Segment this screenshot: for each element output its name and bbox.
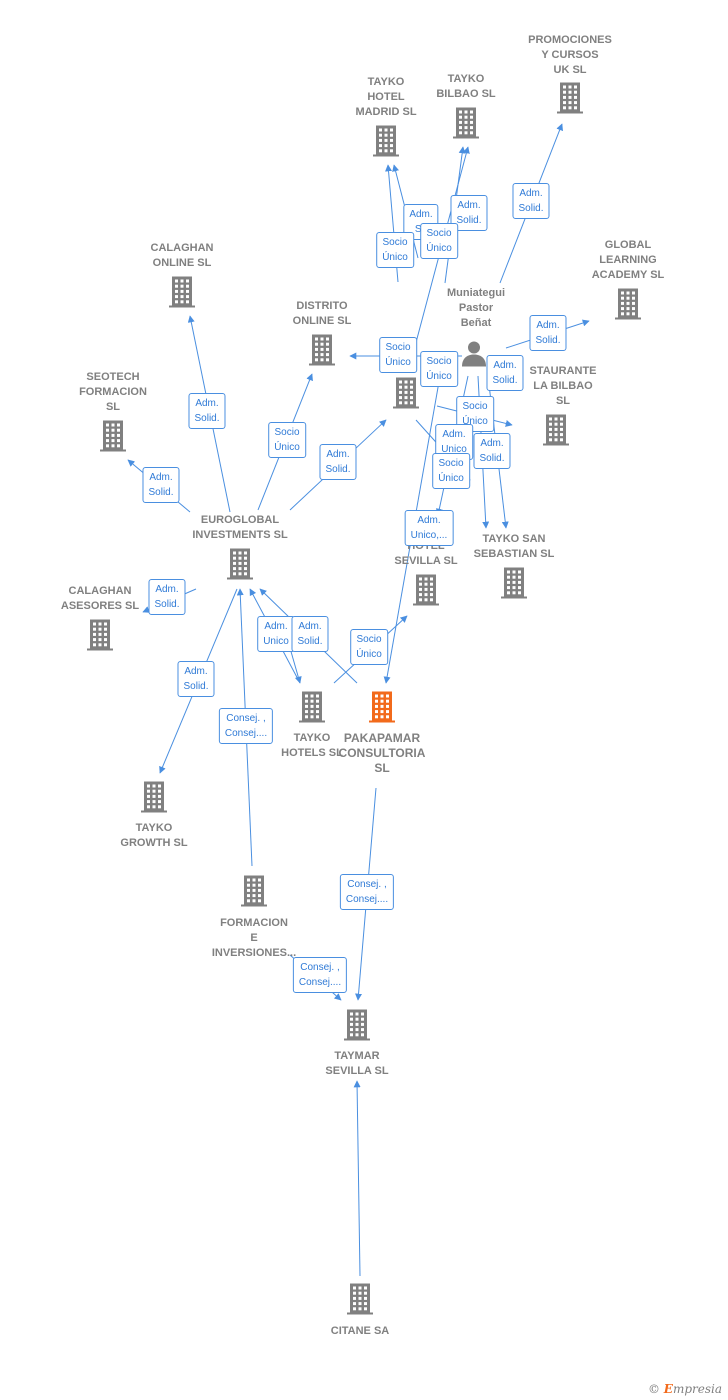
edge-label[interactable]: Socio Único — [420, 223, 458, 259]
node-label[interactable]: SEOTECH FORMACION SL — [79, 371, 147, 413]
building-icon[interactable] — [367, 690, 397, 729]
building-icon[interactable] — [139, 780, 169, 819]
edge-label[interactable]: Adm. Solid. — [177, 661, 215, 697]
building-icon[interactable] — [225, 547, 255, 586]
edge-label[interactable]: Consej. , Consej.... — [292, 957, 348, 993]
edge-label[interactable]: Adm. Solid. — [473, 433, 511, 469]
building-icon[interactable] — [345, 1282, 375, 1321]
node-label[interactable]: TAYKO HOTEL MADRID SL — [355, 76, 417, 118]
node-label[interactable]: TAYKO GROWTH SL — [120, 822, 188, 849]
edge-line — [353, 1080, 361, 1277]
node-label[interactable]: PROMOCIONES Y CURSOS UK SL — [528, 34, 612, 76]
edge-label[interactable]: Adm. Unico,... — [404, 510, 454, 546]
node-label[interactable]: Muniategui Pastor Beñat — [446, 287, 506, 329]
edge-label[interactable]: Socio Único — [432, 453, 470, 489]
edge-label[interactable]: Consej. , Consej.... — [218, 708, 274, 744]
building-icon[interactable] — [167, 275, 197, 314]
edge-label[interactable]: Socio Único — [376, 232, 414, 268]
node-label[interactable]: CALAGHAN ASESORES SL — [60, 585, 140, 612]
brand-initial: E — [663, 1382, 673, 1396]
building-icon[interactable] — [342, 1008, 372, 1047]
building-icon[interactable] — [297, 690, 327, 729]
building-icon[interactable] — [411, 573, 441, 612]
building-icon[interactable] — [307, 333, 337, 372]
brand-name: mpresia — [672, 1382, 722, 1396]
edge-label[interactable]: Adm. Solid. — [142, 467, 180, 503]
building-icon[interactable] — [541, 413, 571, 452]
edge-label[interactable]: Socio Único — [350, 629, 388, 665]
edge-label[interactable]: Consej. , Consej.... — [339, 874, 395, 910]
edge-label[interactable]: Socio Único — [268, 422, 306, 458]
building-icon[interactable] — [371, 124, 401, 163]
building-icon[interactable] — [555, 81, 585, 120]
node-label[interactable]: EUROGLOBAL INVESTMENTS SL — [192, 514, 288, 541]
edge-label[interactable]: Adm. Unico — [257, 616, 295, 652]
node-label[interactable]: PAKAPAMAR CONSULTORIA SL — [338, 731, 426, 775]
building-icon[interactable] — [98, 419, 128, 458]
building-icon[interactable] — [613, 287, 643, 326]
edge-label[interactable]: Socio Único — [420, 351, 458, 387]
edge-label[interactable]: Adm. Solid. — [512, 183, 550, 219]
edge-label[interactable]: Adm. Solid. — [148, 579, 186, 615]
node-label[interactable]: FORMACION E INVERSIONES... — [211, 917, 297, 959]
edge-label[interactable]: Adm. Solid. — [486, 355, 524, 391]
node-label[interactable]: TAYMAR SEVILLA SL — [325, 1050, 389, 1077]
edge-label[interactable]: Adm. Solid. — [291, 616, 329, 652]
copyright-symbol: © — [647, 1382, 660, 1396]
node-label[interactable]: DISTRITO ONLINE SL — [292, 300, 352, 327]
edge-label[interactable]: Socio Único — [379, 337, 417, 373]
node-label[interactable]: CITANE SA — [330, 1325, 390, 1337]
building-icon[interactable] — [239, 874, 269, 913]
node-label[interactable]: CALAGHAN ONLINE SL — [150, 242, 214, 269]
building-icon[interactable] — [85, 618, 115, 657]
node-label[interactable]: GLOBAL LEARNING ACADEMY SL — [591, 239, 665, 281]
building-icon[interactable] — [499, 566, 529, 605]
node-label[interactable]: TAYKO BILBAO SL — [436, 73, 496, 100]
person-icon[interactable] — [459, 339, 489, 374]
building-icon[interactable] — [391, 376, 421, 415]
edge-label[interactable]: Adm. Solid. — [319, 444, 357, 480]
edge-label[interactable]: Adm. Solid. — [529, 315, 567, 351]
node-label[interactable]: TAYKO SAN SEBASTIAN SL — [473, 533, 555, 560]
brand-mark: © Empresia — [648, 1382, 722, 1396]
node-label[interactable]: STAURANTE LA BILBAO SL — [529, 365, 597, 407]
node-label[interactable]: TAYKO HOTELS SL — [281, 732, 343, 759]
building-icon[interactable] — [451, 106, 481, 145]
edge-label[interactable]: Adm. Solid. — [188, 393, 226, 429]
edge-line — [289, 647, 302, 684]
